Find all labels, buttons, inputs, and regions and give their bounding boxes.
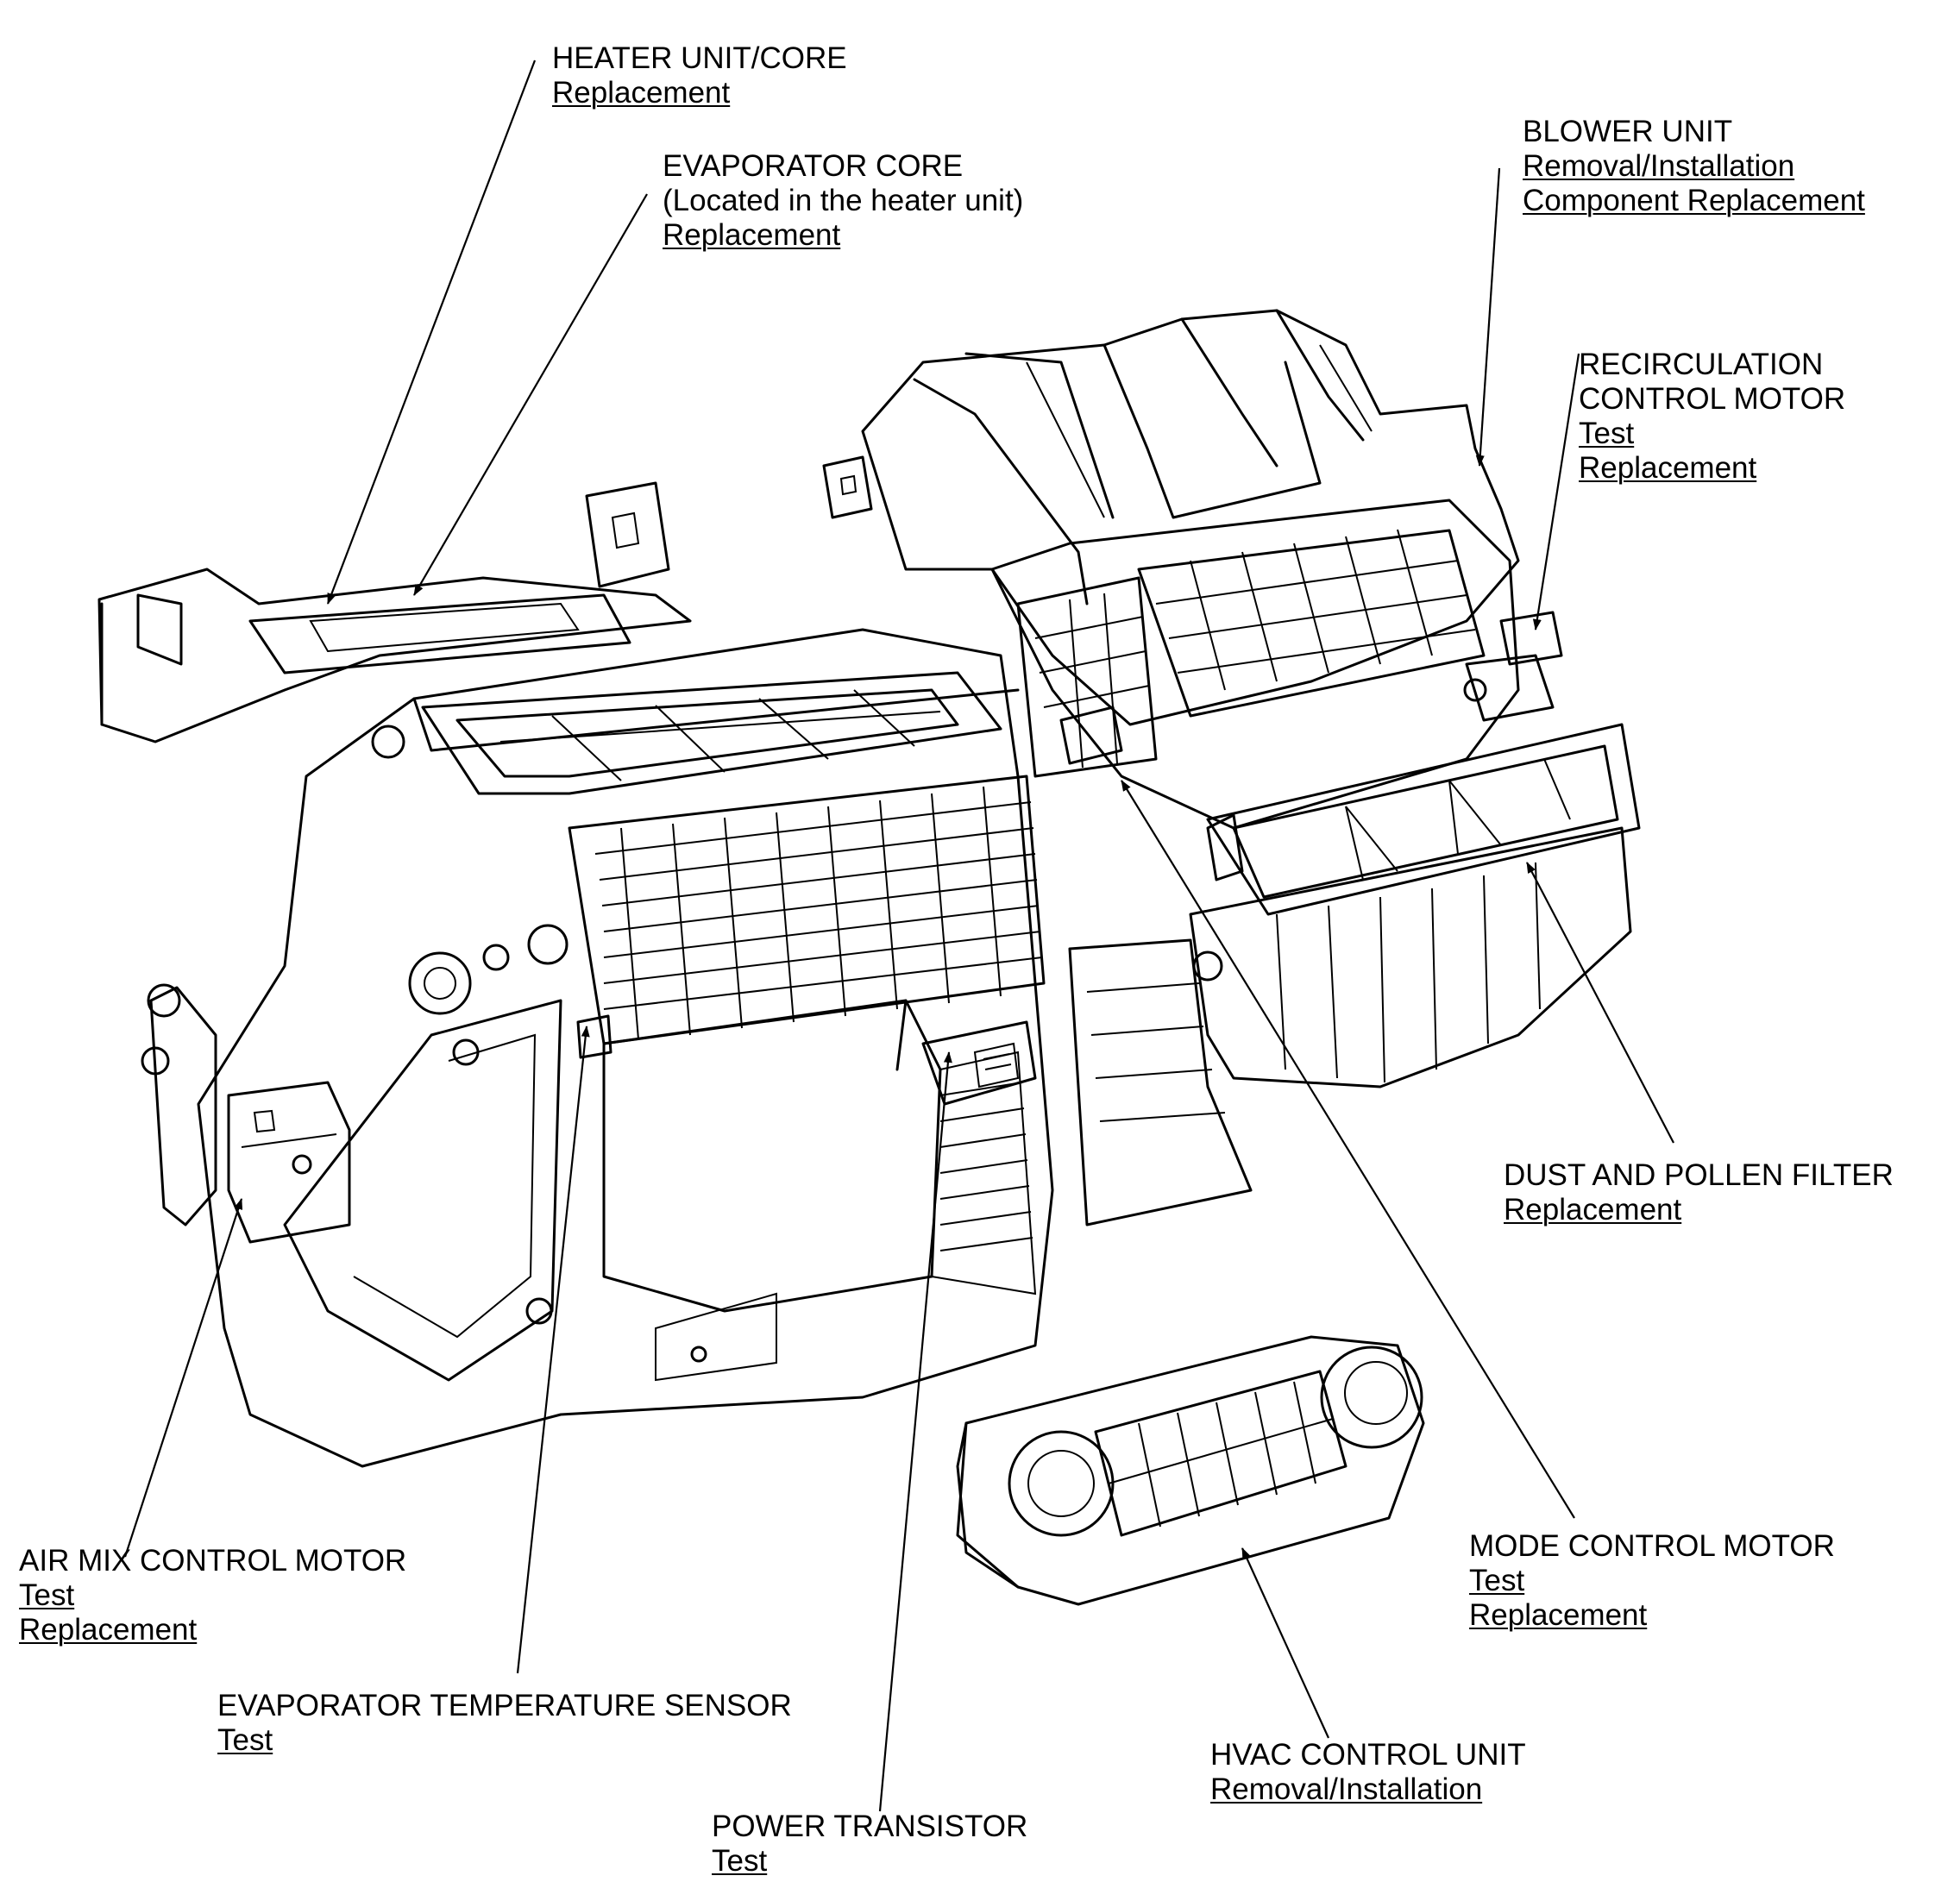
callout-hvac-control-unit: HVAC CONTROL UNIT Removal/Installation <box>1210 1738 1526 1807</box>
blower-unit-drawing <box>822 309 1641 1226</box>
evap-temp-sensor-title: EVAPORATOR TEMPERATURE SENSOR <box>217 1689 792 1722</box>
hvac-control-unit-removal-link[interactable]: Removal/Installation <box>1210 1772 1483 1806</box>
recirculation-motor-title: RECIRCULATION <box>1579 348 1824 381</box>
blower-unit-removal-link[interactable]: Removal/Installation <box>1523 149 1795 183</box>
mode-motor-title: MODE CONTROL MOTOR <box>1469 1529 1835 1563</box>
power-transistor-test-link[interactable]: Test <box>712 1844 768 1878</box>
mode-motor-test-link[interactable]: Test <box>1469 1564 1525 1597</box>
callout-mode-motor: MODE CONTROL MOTOR Test Replacement <box>1469 1529 1835 1633</box>
air-mix-motor-test-link[interactable]: Test <box>19 1578 75 1612</box>
mode-motor-replacement-link[interactable]: Replacement <box>1469 1598 1648 1632</box>
evaporator-core-title: EVAPORATOR CORE <box>663 149 964 183</box>
hvac-control-unit-title: HVAC CONTROL UNIT <box>1210 1738 1526 1772</box>
heater-unit-title: HEATER UNIT/CORE <box>552 41 847 75</box>
leader-lines <box>123 60 1674 1812</box>
blower-unit-component-link[interactable]: Component Replacement <box>1523 184 1865 217</box>
callout-heater-unit: HEATER UNIT/CORE Replacement <box>552 41 847 110</box>
recirculation-motor-replacement-link[interactable]: Replacement <box>1579 451 1757 485</box>
recirculation-motor-test-link[interactable]: Test <box>1579 417 1635 450</box>
recirculation-motor-title-2: CONTROL MOTOR <box>1579 382 1846 416</box>
heater-unit-drawing <box>97 481 1054 1468</box>
dust-filter-title: DUST AND POLLEN FILTER <box>1504 1158 1894 1192</box>
hvac-control-unit-drawing <box>956 1335 1425 1606</box>
blower-unit-title: BLOWER UNIT <box>1523 115 1733 148</box>
evaporator-core-replacement-link[interactable]: Replacement <box>663 218 841 252</box>
heater-unit-replacement-link[interactable]: Replacement <box>552 76 731 110</box>
callout-evap-temp-sensor: EVAPORATOR TEMPERATURE SENSOR Test <box>217 1689 792 1758</box>
callout-dust-filter: DUST AND POLLEN FILTER Replacement <box>1504 1158 1894 1227</box>
evaporator-core-subtitle: (Located in the heater unit) <box>663 184 1024 217</box>
air-mix-motor-title: AIR MIX CONTROL MOTOR <box>19 1544 407 1578</box>
callout-recirculation-motor: RECIRCULATION CONTROL MOTOR Test Replace… <box>1579 348 1845 486</box>
dust-filter-replacement-link[interactable]: Replacement <box>1504 1193 1682 1226</box>
callout-evaporator-core: EVAPORATOR CORE (Located in the heater u… <box>663 149 1023 253</box>
callout-blower-unit: BLOWER UNIT Removal/Installation Compone… <box>1523 115 1865 218</box>
evap-temp-sensor-test-link[interactable]: Test <box>217 1723 273 1757</box>
power-transistor-title: POWER TRANSISTOR <box>712 1810 1028 1843</box>
callout-power-transistor: POWER TRANSISTOR Test <box>712 1810 1027 1879</box>
callout-air-mix-motor: AIR MIX CONTROL MOTOR Test Replacement <box>19 1544 406 1647</box>
air-mix-motor-replacement-link[interactable]: Replacement <box>19 1613 198 1647</box>
